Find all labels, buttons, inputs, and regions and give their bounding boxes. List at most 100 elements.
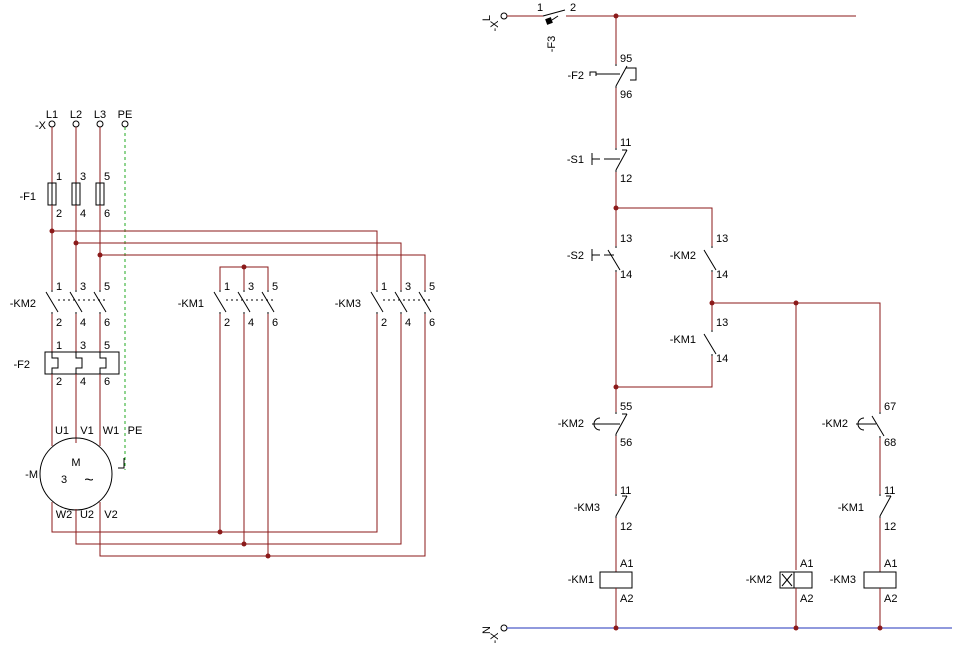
coil-km1-a2: A2 xyxy=(620,593,633,605)
wire-u2 xyxy=(75,324,402,545)
ctrl-wire-to-km2-hold xyxy=(616,207,713,246)
km1-contact-2 xyxy=(237,290,251,314)
f1-pin-5: 5 xyxy=(104,171,110,183)
km3-nc-tag: -KM3 xyxy=(574,502,600,514)
f3-pin-1: 1 xyxy=(537,2,543,14)
wire-l2-to-km3 xyxy=(76,242,402,290)
f2-pin-95: 95 xyxy=(620,53,632,65)
s1-pin-11: 11 xyxy=(620,137,631,149)
wire-v2 xyxy=(99,324,426,557)
phase-label-l2: L2 xyxy=(70,109,82,121)
f2-power-tag: -F2 xyxy=(14,359,31,371)
ctrl-wire-km1-return xyxy=(616,356,713,388)
s1-pushbutton xyxy=(591,153,620,165)
km3-contact-3 xyxy=(418,290,432,314)
km2-contact-l2 xyxy=(69,290,83,314)
km2-timer2-pin-67: 67 xyxy=(884,401,896,413)
km2-contact-l3 xyxy=(93,290,107,314)
km2-timer-pin-56: 56 xyxy=(620,437,632,449)
motor-phases: 3 xyxy=(61,474,67,486)
f2-nc-return xyxy=(626,67,637,81)
km1-pin-3: 3 xyxy=(248,281,254,293)
f1-pin-6: 6 xyxy=(104,208,110,220)
wire-w2 xyxy=(51,324,378,533)
coil-km3-tag: -KM3 xyxy=(830,574,856,586)
neutral-junction-km2 xyxy=(793,625,799,631)
f2-ctrl-tag: -F2 xyxy=(568,70,585,82)
km2-pin-4: 4 xyxy=(80,317,86,329)
km2-timer2-tag: -KM2 xyxy=(822,418,848,430)
motor-pin-v1: V1 xyxy=(80,425,93,437)
terminal-l3 xyxy=(96,120,104,128)
km3-pin-3: 3 xyxy=(405,281,411,293)
power-terminal-tag: -X xyxy=(35,120,47,132)
km2-timer-tag: -KM2 xyxy=(558,418,584,430)
coil-km2-timer-cross xyxy=(781,573,793,587)
ctrl-top-pin: L xyxy=(481,15,493,21)
coil-km3-a1: A1 xyxy=(884,558,897,570)
km1-pin-1: 1 xyxy=(224,281,230,293)
f2-pin-6: 6 xyxy=(104,376,110,388)
junction-l3 xyxy=(97,252,103,258)
f2-pin-2: 2 xyxy=(56,376,62,388)
km3-contact-2 xyxy=(394,290,408,314)
ctrl-bottom-terminal xyxy=(500,624,508,632)
junction-w2 xyxy=(217,529,223,535)
control-circuit: L -X 1 2 -F3 -F2 95 96 -S1 11 12 -S2 xyxy=(481,2,952,644)
motor-pin-v2: V2 xyxy=(104,509,117,521)
km2-hold-tag: -KM2 xyxy=(670,250,696,262)
km3-nc-pin-11: 11 xyxy=(620,485,631,497)
km2-pin-5: 5 xyxy=(104,281,110,293)
km2-pin-2: 2 xyxy=(56,317,62,329)
motor-pe-link xyxy=(118,458,125,469)
f1-tag: -F1 xyxy=(20,191,37,203)
km2-timer2-pin-68: 68 xyxy=(884,437,896,449)
motor-pin-u2: U2 xyxy=(80,509,94,521)
s1-pin-12: 12 xyxy=(620,173,632,185)
km3-pin-1: 1 xyxy=(381,281,387,293)
motor-pin-w2: W2 xyxy=(56,509,73,521)
neutral-junction-km3 xyxy=(877,625,883,631)
junction-v2 xyxy=(265,553,271,559)
f3-actuator xyxy=(545,17,553,25)
km2-timer-contact xyxy=(615,412,628,436)
km1-hold-pin-14: 14 xyxy=(716,353,728,365)
neutral-junction-km1 xyxy=(613,625,619,631)
junction-l1 xyxy=(49,228,55,234)
coil-km2-a1: A1 xyxy=(800,558,813,570)
power-circuit: -X L1 L2 L3 PE -F1 1 3 5 2 4 6 xyxy=(10,109,435,559)
km2-timer-pin-55: 55 xyxy=(620,401,632,413)
f3-blade xyxy=(542,9,566,17)
f1-pin-3: 3 xyxy=(80,171,86,183)
coil-km2-tag: -KM2 xyxy=(746,574,772,586)
km3-pin-6: 6 xyxy=(429,317,435,329)
coil-km2-a2: A2 xyxy=(800,593,813,605)
km3-pin-4: 4 xyxy=(405,317,411,329)
phase-label-l1: L1 xyxy=(46,109,58,121)
f2-pin-3: 3 xyxy=(80,340,86,352)
km1-hold-contact xyxy=(703,330,717,356)
s2-pin-14: 14 xyxy=(620,269,632,281)
f2-overload-body xyxy=(44,351,120,375)
km1-pin-2: 2 xyxy=(224,317,230,329)
s1-tag: -S1 xyxy=(567,154,584,166)
ctrl-wire-to-branch3 xyxy=(712,302,881,412)
motor-symbol xyxy=(39,437,113,511)
km1-power-tag: -KM1 xyxy=(178,298,204,310)
km1-nc-pin-11: 11 xyxy=(884,485,895,497)
f2-element-l1 xyxy=(51,352,59,374)
ctrl-junction-return xyxy=(613,384,619,390)
km3-pin-2: 2 xyxy=(381,317,387,329)
km1-star-junction xyxy=(241,264,247,270)
km2-hold-pin-13: 13 xyxy=(716,233,728,245)
km2-timer2-symbol xyxy=(856,417,876,431)
km3-nc-pin-12: 12 xyxy=(620,521,632,533)
km2-contact-l1 xyxy=(45,290,59,314)
km2-timer2-contact xyxy=(871,412,885,438)
f2-thermal-actuator xyxy=(589,71,620,76)
km1-pin-6: 6 xyxy=(272,317,278,329)
f2-pin-5: 5 xyxy=(104,340,110,352)
f1-pin-4: 4 xyxy=(80,208,86,220)
